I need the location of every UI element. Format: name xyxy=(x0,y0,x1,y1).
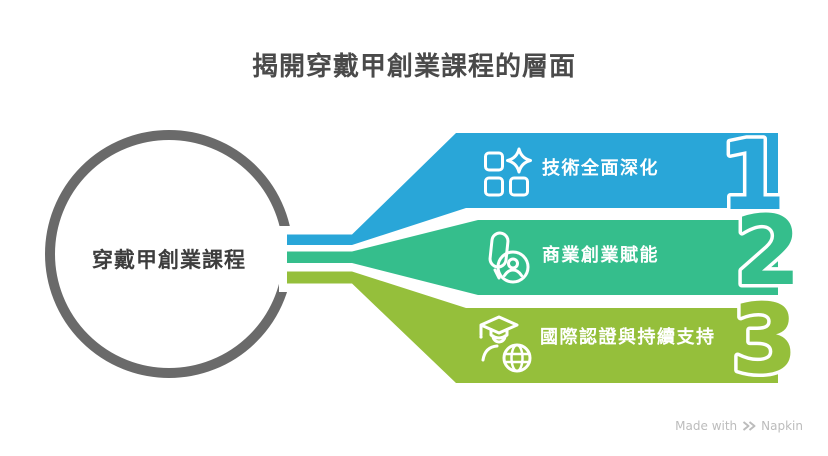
item-number-3: 3 xyxy=(731,283,798,395)
apps-sparkle-icon xyxy=(484,147,532,197)
page-title: 揭開穿戴甲創業課程的層面 xyxy=(251,52,576,82)
watermark: Made with Napkin xyxy=(675,419,803,433)
item-number-2: 2 xyxy=(734,195,801,307)
item-number-1: 1 xyxy=(719,120,786,232)
napkin-logo-icon xyxy=(743,421,756,431)
hand-person-icon xyxy=(488,231,530,284)
ribbon-shape-2 xyxy=(287,220,778,295)
ribbon-shape-1 xyxy=(287,133,778,245)
item-label-1: 技術全面深化 xyxy=(542,158,659,179)
center-circle-label: 穿戴甲創業課程 xyxy=(92,248,246,272)
item-label-2: 商業創業賦能 xyxy=(542,245,659,266)
watermark-brand: Napkin xyxy=(761,419,803,433)
item-label-3: 國際認證與持續支持 xyxy=(540,327,716,348)
graduate-globe-icon xyxy=(479,315,532,373)
watermark-prefix: Made with xyxy=(675,419,738,433)
ribbon-shape-3 xyxy=(287,271,778,383)
